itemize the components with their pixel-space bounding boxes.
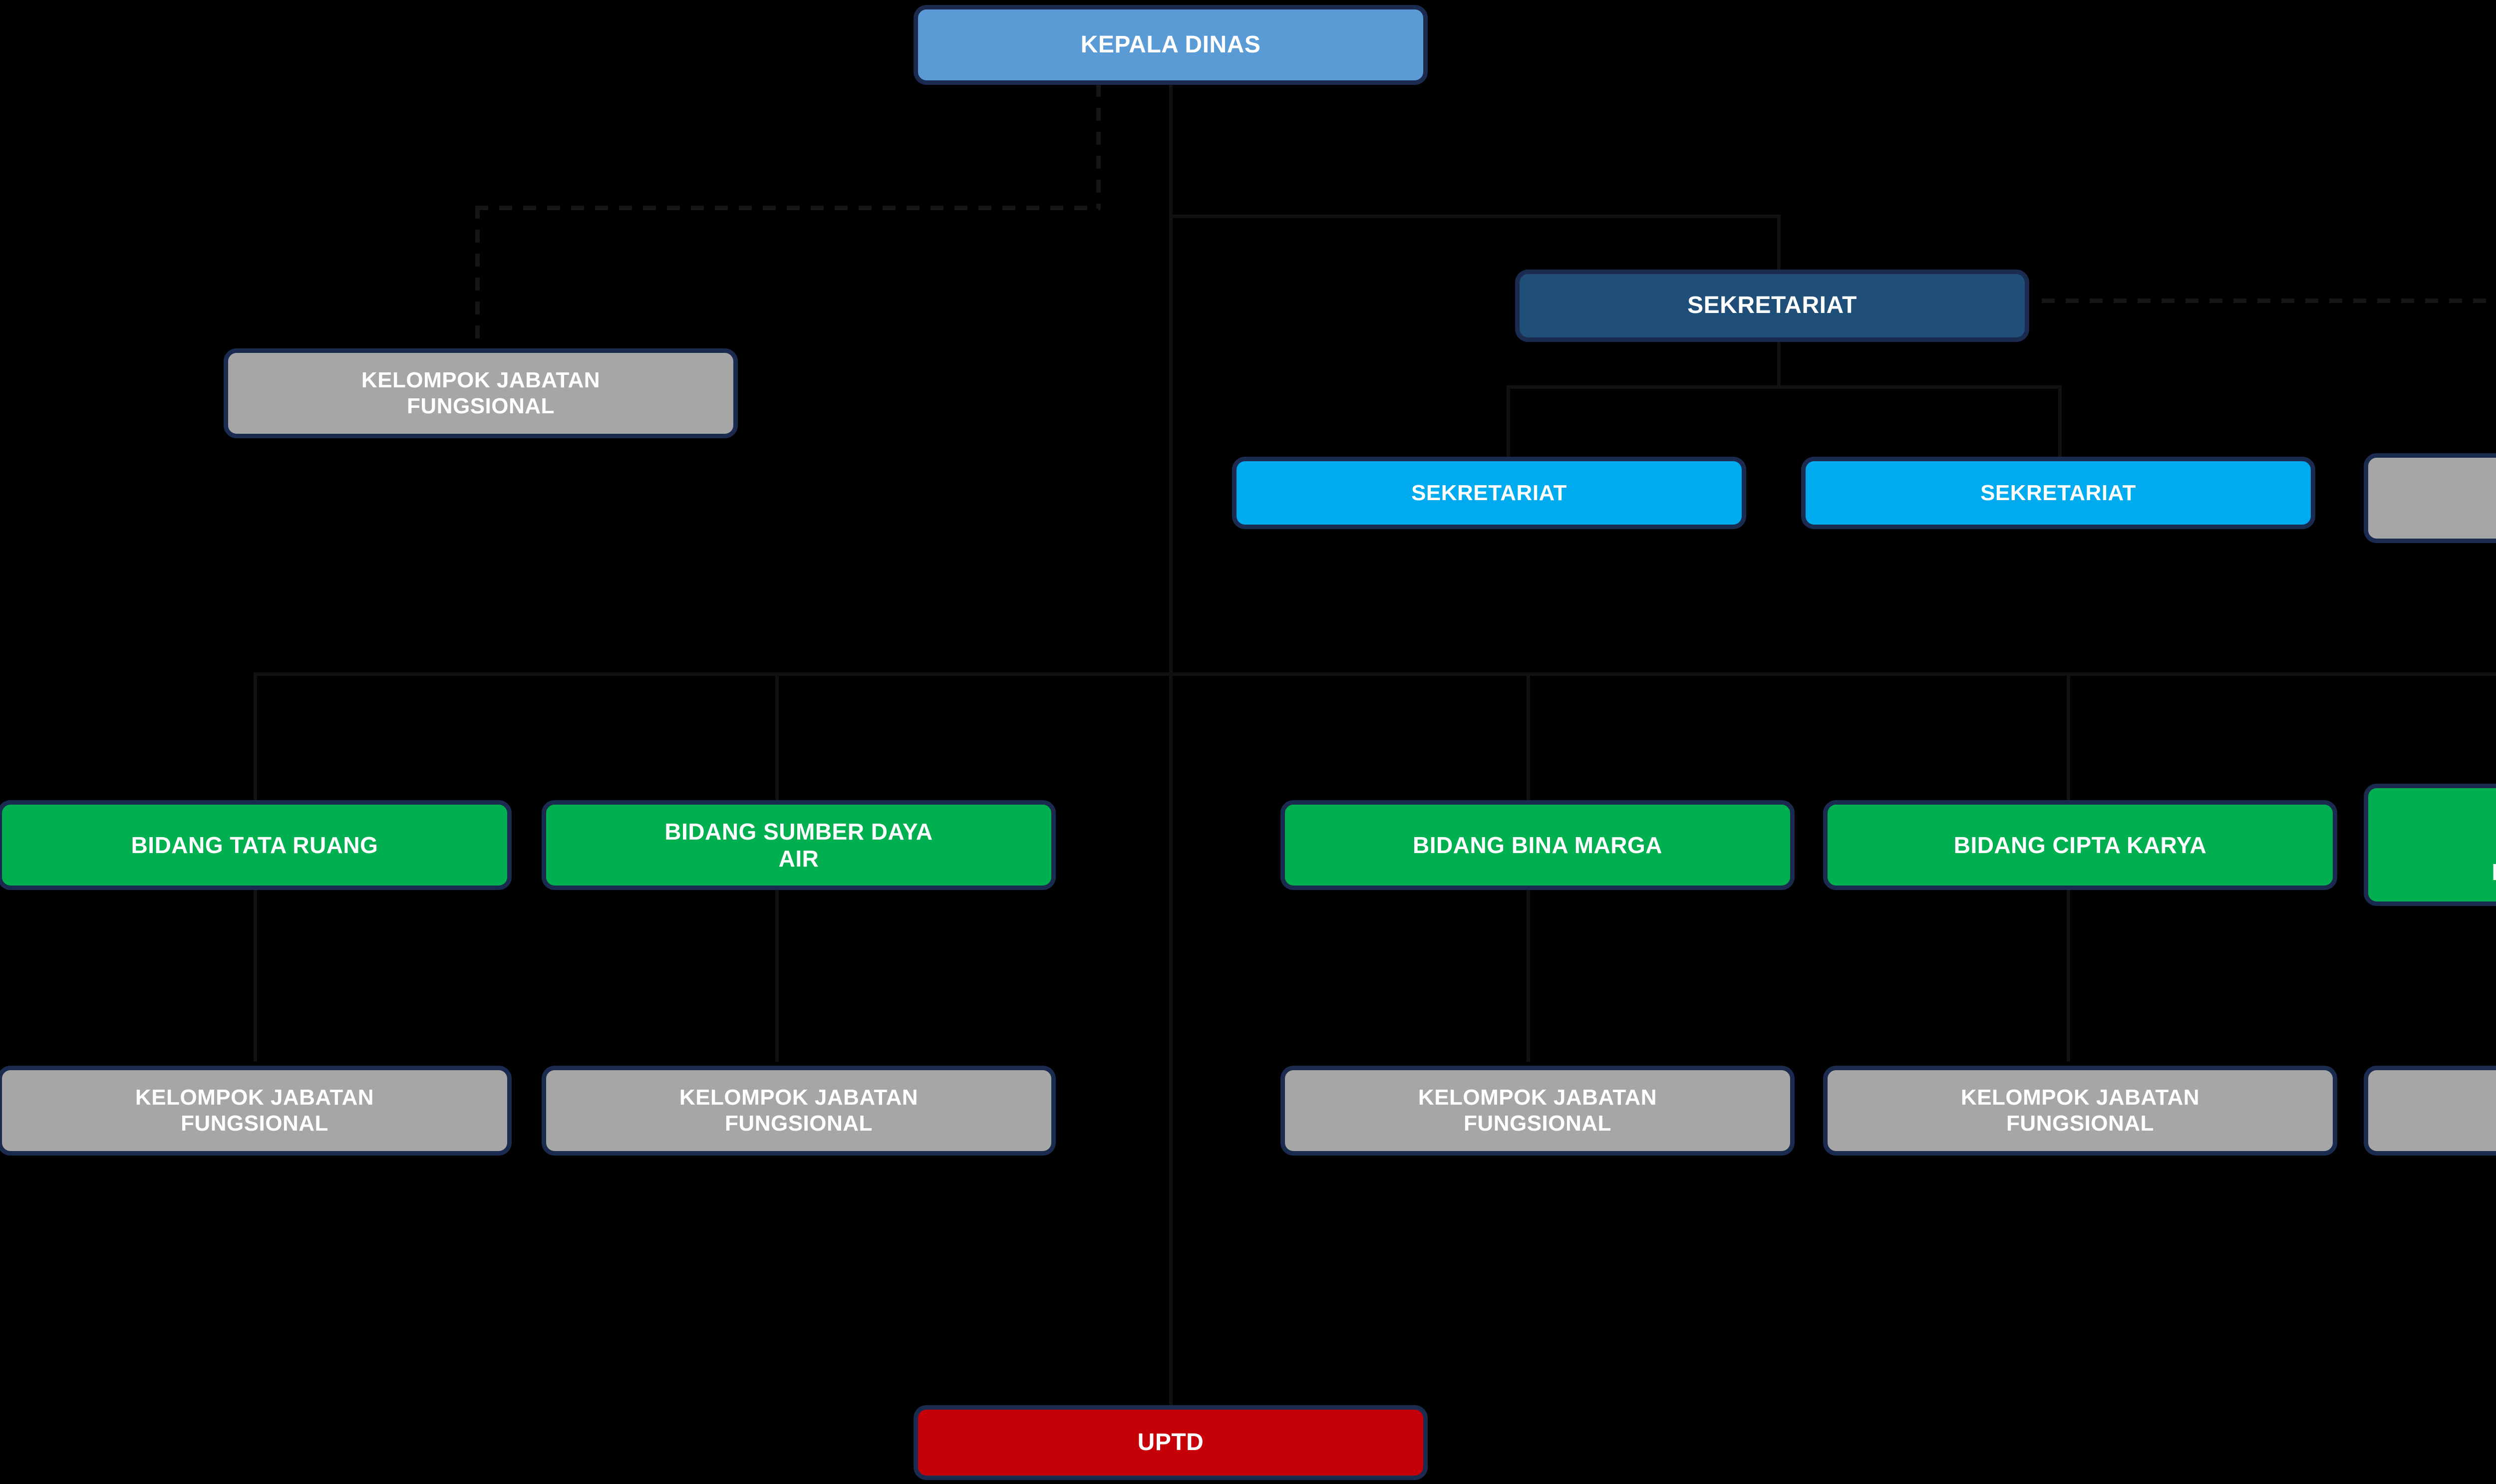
node-kjf-bidang-3-line1: KELOMPOK JABATAN [1418,1085,1657,1110]
connector-spine-to-sekretariat [1169,215,1781,218]
node-bidang-sumber-daya-air-line1: BIDANG SUMBER DAYA [664,818,933,845]
node-kjf-bidang-4-line1: KELOMPOK JABATAN [1960,1085,2200,1110]
node-bidang-sumber-daya-air[interactable]: BIDANG SUMBER DAYA AIR [542,800,1056,890]
node-kjf-sekretariat-line2: FUNGSIONAL [2375,498,2496,524]
connector-sekretariat-drop [1777,215,1781,275]
node-kjf-kepala-dinas-line1: KELOMPOK JABATAN [361,368,601,393]
node-kjf-sekretariat[interactable]: KELOMPOK JABATAN FUNGSIONAL [2364,453,2496,543]
node-sekretariat-sub-2-label: SEKRETARIAT [1980,480,2136,505]
connector-spine-main [1169,85,1173,1413]
node-kjf-bidang-3-line2: FUNGSIONAL [1464,1111,1611,1136]
node-kjf-bidang-2[interactable]: KELOMPOK JABATAN FUNGSIONAL [542,1066,1056,1156]
connector-dashed-kepala-horizontal [475,206,1100,210]
connector-sekretariat-sub-2-drop [2058,385,2062,458]
node-bidang-tanggap-darurat-line3: BINA JASA KONSTRUK [2375,859,2496,886]
node-kjf-bidang-2-line2: FUNGSIONAL [725,1111,873,1136]
node-sekretariat-sub-1[interactable]: SEKRETARIAT [1232,457,1746,529]
node-kjf-bidang-2-line1: KELOMPOK JABATAN [679,1085,919,1110]
connector-bidang-bar [254,672,2496,676]
node-kepala-dinas[interactable]: KEPALA DINAS [914,5,1428,85]
node-kjf-kepala-dinas[interactable]: KELOMPOK JABATAN FUNGSIONAL [224,348,738,438]
node-uptd[interactable]: UPTD [914,1405,1428,1480]
node-sekretariat-label: SEKRETARIAT [1687,292,1857,319]
node-bidang-tanggap-darurat[interactable]: BIDANG TANGGAP DARURAT DAN BINA JASA KON… [2364,784,2496,906]
node-sekretariat-sub-1-label: SEKRETARIAT [1411,480,1567,505]
connector-sekretariat-stem [1777,338,1781,388]
connector-dashed-kjf-kepala-drop [475,206,480,350]
node-bidang-tanggap-darurat-line1: BIDANG TANGGAP [2375,804,2496,831]
node-kjf-bidang-5-line2: FUNGSIONAL [2375,1111,2496,1137]
node-kepala-dinas-label: KEPALA DINAS [1080,31,1261,58]
connector-dashed-sekretariat-horizontal [2042,298,2496,303]
node-kjf-kepala-dinas-line2: FUNGSIONAL [407,394,555,418]
node-kjf-sekretariat-line1: KELOMPOK JABATAN [2375,472,2496,498]
node-kjf-bidang-5-line1: KELOMPOK JABATAN [2375,1085,2496,1111]
node-bidang-sumber-daya-air-line2: AIR [778,846,819,872]
node-kjf-bidang-3[interactable]: KELOMPOK JABATAN FUNGSIONAL [1280,1066,1795,1156]
node-kjf-bidang-5[interactable]: KELOMPOK JABATAN FUNGSIONAL [2364,1066,2496,1156]
node-sekretariat-sub-2[interactable]: SEKRETARIAT [1801,457,2315,529]
node-bidang-bina-marga-line1: BIDANG BINA MARGA [1413,832,1662,858]
node-bidang-tata-ruang[interactable]: BIDANG TATA RUANG [0,800,512,890]
node-kjf-bidang-1-line2: FUNGSIONAL [181,1111,328,1136]
node-bidang-cipta-karya[interactable]: BIDANG CIPTA KARYA [1823,800,2337,890]
node-kjf-bidang-4-line2: FUNGSIONAL [2006,1111,2154,1136]
node-uptd-label: UPTD [1137,1429,1204,1456]
node-kjf-bidang-1-line1: KELOMPOK JABATAN [135,1085,374,1110]
node-bidang-cipta-karya-line1: BIDANG CIPTA KARYA [1953,832,2207,858]
node-kjf-bidang-4[interactable]: KELOMPOK JABATAN FUNGSIONAL [1823,1066,2337,1156]
node-kjf-bidang-1[interactable]: KELOMPOK JABATAN FUNGSIONAL [0,1066,512,1156]
node-sekretariat[interactable]: SEKRETARIAT [1515,270,2029,342]
node-bidang-bina-marga[interactable]: BIDANG BINA MARGA [1280,800,1795,890]
connector-sekretariat-sub-1-drop [1507,385,1510,458]
node-bidang-tata-ruang-line1: BIDANG TATA RUANG [131,832,378,858]
node-bidang-tanggap-darurat-line2: DARURAT DAN [2375,831,2496,858]
connector-dashed-kepala-vertical [1096,84,1101,209]
connector-sekretariat-children-bar [1507,385,2062,389]
